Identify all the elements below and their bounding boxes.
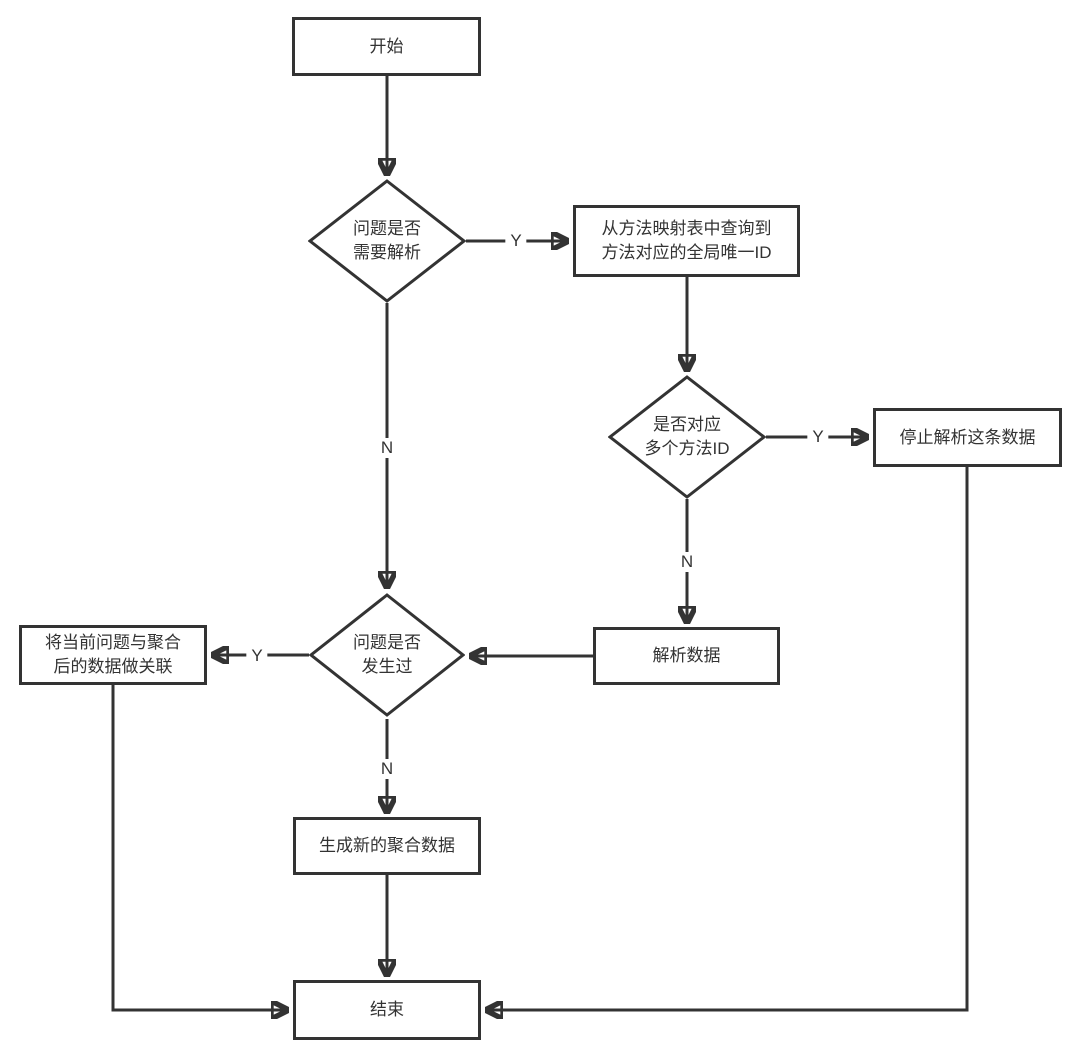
node-stop-parse[interactable]: 停止解析这条数据 xyxy=(873,408,1062,467)
edge-associate-to-end xyxy=(111,685,289,1010)
label-line: 生成新的聚合数据 xyxy=(319,836,455,855)
node-lookup-id-label: 从方法映射表中查询到 方法对应的全局唯一ID xyxy=(602,217,772,265)
node-multi-id-label: 是否对应 多个方法ID xyxy=(645,413,730,461)
diamond-shape xyxy=(309,593,465,717)
node-associate[interactable]: 将当前问题与聚合 后的数据做关联 xyxy=(19,625,207,685)
node-need-parse-label: 问题是否 需要解析 xyxy=(353,217,421,265)
label-line: 问题是否 xyxy=(353,633,421,652)
node-start-label: 开始 xyxy=(370,35,404,59)
node-multi-id-decision[interactable]: 是否对应 多个方法ID xyxy=(608,375,766,499)
label-line: 需要解析 xyxy=(353,243,421,262)
node-occurred-label: 问题是否 发生过 xyxy=(353,631,421,679)
label-line: 解析数据 xyxy=(652,646,721,665)
edge-stop-to-end xyxy=(485,467,969,1010)
label-line: 是否对应 xyxy=(653,415,721,434)
node-generate-label: 生成新的聚合数据 xyxy=(319,834,455,858)
label-line: 后的数据做关联 xyxy=(53,657,173,676)
label-line: 从方法映射表中查询到 xyxy=(601,219,772,238)
label-line: 停止解析这条数据 xyxy=(899,427,1036,447)
node-parse-data-label: 解析数据 xyxy=(653,644,721,668)
node-associate-label: 将当前问题与聚合 后的数据做关联 xyxy=(45,631,181,679)
node-occurred-decision[interactable]: 问题是否 发生过 xyxy=(309,593,465,717)
diamond-shape xyxy=(608,375,766,499)
node-end[interactable]: 结束 xyxy=(293,980,481,1040)
label-line: 将当前问题与聚合 xyxy=(45,633,181,652)
node-lookup-id[interactable]: 从方法映射表中查询到 方法对应的全局唯一ID xyxy=(573,205,800,277)
edge-label-need-parse-yes: Y xyxy=(505,231,527,251)
edge-label-multi-id-yes: Y xyxy=(807,427,829,447)
node-generate[interactable]: 生成新的聚合数据 xyxy=(293,817,481,875)
edge-label-multi-id-no: N xyxy=(675,552,699,572)
node-need-parse-decision[interactable]: 问题是否 需要解析 xyxy=(308,179,466,303)
diamond-shape xyxy=(308,179,466,303)
label-line: 多个方法ID xyxy=(644,439,730,458)
node-start[interactable]: 开始 xyxy=(292,17,481,76)
label-line: 结束 xyxy=(370,1000,404,1019)
edge-label-occurred-no: N xyxy=(375,759,399,779)
node-stop-parse-label: 停止解析这条数据 xyxy=(900,426,1036,450)
label-line: 发生过 xyxy=(361,657,413,676)
node-start-label-line: 开始 xyxy=(369,36,404,56)
node-end-label: 结束 xyxy=(370,998,404,1022)
node-parse-data[interactable]: 解析数据 xyxy=(593,627,780,685)
edge-label-occurred-yes: Y xyxy=(246,646,268,666)
edge-label-need-parse-no: N xyxy=(375,438,399,458)
label-line: 问题是否 xyxy=(353,219,421,238)
label-line: 方法对应的全局唯一ID xyxy=(601,243,772,262)
